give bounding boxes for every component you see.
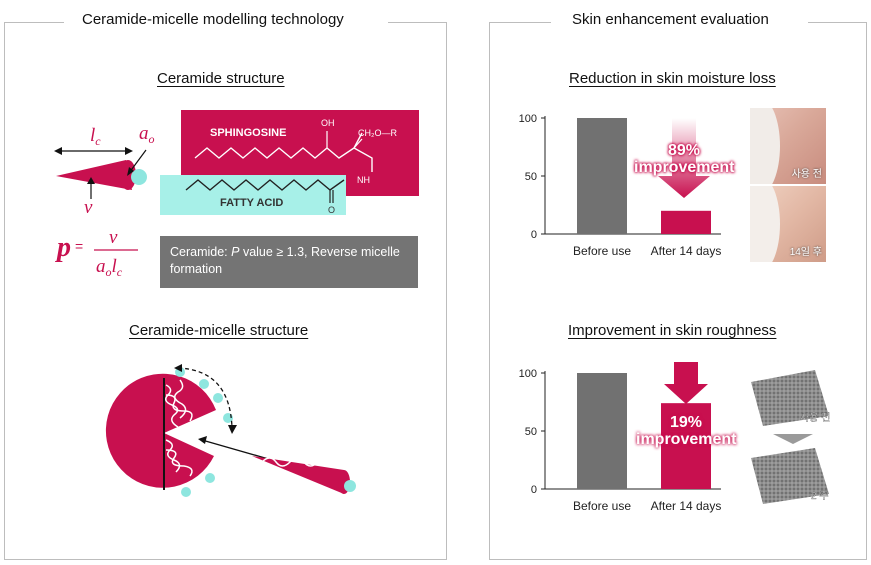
rotation-arrow [177, 367, 233, 429]
ch2o-bond [353, 138, 363, 149]
roughness-improvement-value: 19% [669, 414, 703, 431]
micelle-tail [174, 379, 187, 419]
ao-label: ao [139, 123, 155, 146]
x-tick-label: After 14 days [651, 499, 722, 513]
micelle-body [105, 373, 216, 488]
x-tick-label: After 14 days [651, 244, 722, 258]
insertion-arrow [201, 439, 273, 461]
note-suffix: value ≥ 1.3, Reverse micelle formation [170, 245, 400, 276]
formula-denominator: aolc [96, 256, 123, 279]
ao-arrow [128, 149, 147, 174]
roughness-after-caption: 2 주 [811, 491, 829, 502]
sphingosine-chain [194, 132, 373, 172]
incoming-ceramide-tail [261, 457, 333, 467]
ceramide-structure-title: Ceramide structure [157, 70, 285, 87]
y-tick-label: 0 [531, 229, 537, 241]
roughness-down-arrow [636, 362, 736, 406]
incoming-ceramide-head-group [344, 480, 356, 492]
fatty-acid-chain [185, 179, 345, 191]
x-tick-label: Before use [573, 499, 631, 513]
right-panel-title: Skin enhancement evaluation [572, 11, 769, 28]
micelle-head-group [213, 393, 223, 403]
photo-after-moisture: 14일 후 [750, 186, 826, 262]
micelle-structure-title: Ceramide-micelle structure [129, 322, 309, 339]
moisture-improvement-text: 89% improvement [634, 142, 734, 176]
photo-before-moisture: 사용 전 [750, 108, 826, 184]
ceramide-structure-diagram: lc ao v p = v aolc SPHINGOSINE FATTY ACI… [54, 110, 419, 279]
lc-label: lc [90, 125, 101, 148]
moisture-improvement-value: 89% [667, 142, 701, 159]
roughness-transition-arrow [773, 434, 813, 444]
fatty-acid-label: FATTY ACID [220, 197, 283, 209]
moisture-improvement-callout: 89% improvement [634, 118, 734, 198]
micelle-head-group [181, 487, 191, 497]
roughness-improvement-label: improvement [636, 431, 737, 448]
moisture-chart-title: Reduction in skin moisture loss [569, 70, 776, 87]
moisture-down-arrow [658, 118, 710, 198]
o-label: O [328, 205, 335, 215]
incoming-ceramide [252, 456, 344, 494]
formula-equals: = [75, 238, 83, 254]
roughness-before-caption: 사용 전 [800, 412, 830, 424]
note-p: P [231, 245, 240, 259]
roughness-improvement-text: 19% improvement [636, 414, 736, 448]
bar-before [577, 118, 627, 234]
bar-after [661, 403, 711, 489]
nh-label: NH [357, 175, 370, 185]
oh-label: OH [321, 118, 335, 128]
ceramide-note-box: Ceramide: P value ≥ 1.3, Reverse micelle… [160, 236, 418, 288]
roughness-photos: 사용 전 2 주 [751, 370, 831, 504]
micelle-head-group [199, 379, 209, 389]
micelle-tail [165, 449, 193, 477]
note-prefix: Ceramide: [170, 245, 232, 259]
moisture-improvement-label: improvement [634, 159, 735, 176]
bar-after [661, 210, 711, 234]
sphingosine-label: SPHINGOSINE [210, 127, 286, 139]
formula-p: p [55, 232, 71, 263]
v-arrow-head [87, 177, 95, 184]
x-tick-label: Before use [573, 244, 631, 258]
roughness-after-sample [751, 448, 829, 504]
micelle-diagram [105, 364, 356, 497]
y-tick-label: 100 [519, 368, 537, 380]
rotation-arrow-head [228, 425, 237, 434]
ch2o-label: CH₂O—R [358, 128, 397, 138]
v-label: v [84, 197, 93, 218]
y-tick-label: 0 [531, 484, 537, 496]
rotation-arrow-head [174, 364, 182, 372]
lc-arrow-head-right [125, 147, 133, 155]
photo-background [750, 186, 780, 262]
insertion-arrow-head [198, 436, 207, 444]
micelle-tail [165, 384, 179, 428]
photo-background [750, 108, 780, 184]
right-panel-top-border [489, 22, 551, 23]
ceramide-cone [56, 160, 132, 190]
roughness-before-sample [751, 370, 829, 426]
bar-before [577, 373, 627, 489]
y-tick-label: 100 [519, 113, 537, 125]
y-tick-label: 50 [525, 426, 537, 438]
photo-after-caption: 14일 후 [789, 247, 822, 258]
ao-arrow-head [127, 167, 134, 176]
roughness-chart-title: Improvement in skin roughness [568, 322, 777, 339]
formula-numerator: v [109, 227, 118, 248]
photo-before-caption: 사용 전 [791, 169, 822, 180]
right-panel-top-border [808, 22, 867, 23]
y-tick-label: 50 [525, 171, 537, 183]
left-panel-top-border [388, 22, 447, 23]
left-panel-title: Ceramide-micelle modelling technology [82, 11, 344, 28]
micelle-tail [165, 439, 181, 473]
micelle-head-group [205, 473, 215, 483]
micelle-tail [165, 394, 193, 422]
lc-arrow-head-left [54, 147, 62, 155]
ceramide-head-group [131, 169, 147, 185]
left-panel-top-border [4, 22, 64, 23]
